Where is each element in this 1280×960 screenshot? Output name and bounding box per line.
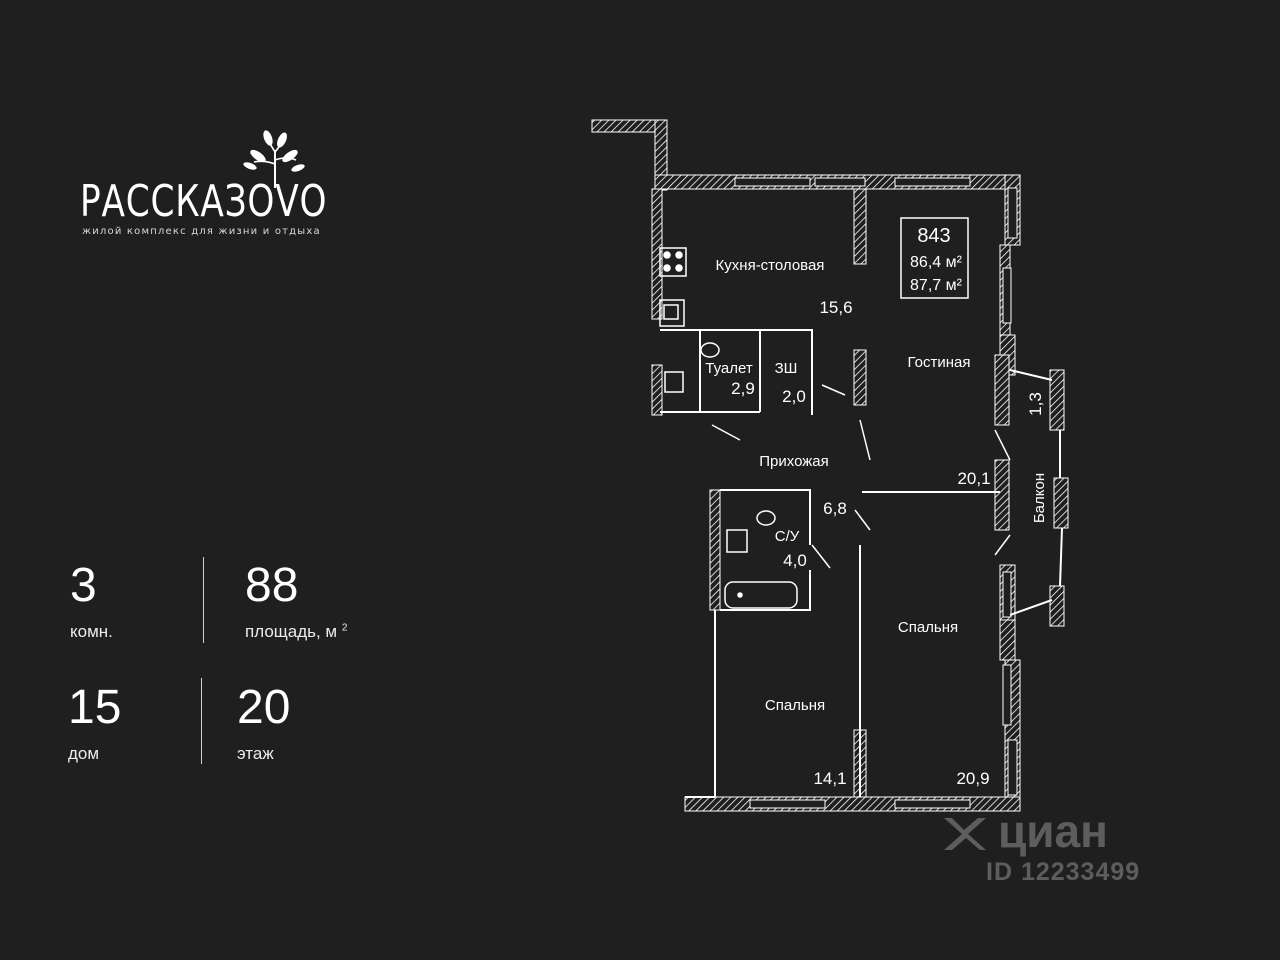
- watermark: циан ID 12233499: [940, 808, 1140, 887]
- stat-divider: [201, 678, 202, 764]
- closet-label: ЗШ: [775, 360, 798, 377]
- living-area: 20,1: [957, 469, 990, 488]
- living-label: Гостиная: [908, 354, 971, 371]
- toilet-label: Туалет: [705, 360, 753, 377]
- floor-plan: 843 86,4 м² 87,7 м² Кухня-столовая 15,6 …: [591, 119, 1069, 812]
- washbasin-icon: [726, 529, 748, 553]
- rooms-label: комн.: [70, 622, 113, 641]
- sink-icon: [659, 299, 685, 327]
- cian-logo-icon: [944, 818, 986, 850]
- exterior-walls: [591, 119, 1069, 812]
- closet-area: 2,0: [782, 387, 806, 406]
- floor-stat: 20 этаж: [237, 684, 290, 764]
- toilet-icon: [756, 510, 776, 526]
- toilet-icon: [700, 342, 720, 358]
- bedroom-left-area: 14,1: [813, 769, 846, 788]
- toilet-area: 2,9: [731, 379, 755, 398]
- bathroom-label: С/У: [775, 528, 800, 545]
- rooms-stat: 3 комн.: [70, 562, 113, 642]
- house-value: 15: [68, 681, 122, 734]
- room-labels: Кухня-столовая 15,6 Туалет 2,9 ЗШ 2,0 Пр…: [705, 257, 1048, 788]
- logo-name: РАССКАЗОVО: [80, 176, 328, 227]
- tree-icon: [243, 130, 305, 188]
- watermark-brand: циан: [998, 805, 1108, 857]
- bathtub-icon: [724, 581, 798, 609]
- washbasin-icon: [664, 371, 684, 393]
- bedroom-right-area: 20,9: [956, 769, 989, 788]
- bedroom-left-label: Спальня: [765, 697, 825, 714]
- rooms-value: 3: [70, 559, 97, 612]
- logo-tagline: жилой комплекс для жизни и отдыха: [82, 226, 321, 237]
- floor-label: этаж: [237, 744, 274, 763]
- house-stat: 15 дом: [68, 684, 121, 764]
- apartment-area-2: 87,7 м²: [910, 277, 963, 294]
- apartment-box: 843 86,4 м² 87,7 м²: [900, 217, 969, 299]
- watermark-id: ID 12233499: [986, 858, 1141, 886]
- bedroom-right-label: Спальня: [898, 619, 958, 636]
- area-stat: 88 площадь, м 2: [245, 562, 347, 642]
- stove-icon: [659, 247, 687, 277]
- apartment-number: 843: [917, 225, 950, 247]
- area-value: 88: [245, 559, 299, 612]
- fixtures: [659, 247, 798, 609]
- kitchen-area: 15,6: [819, 298, 852, 317]
- windows: [734, 177, 1018, 809]
- area-label: площадь, м 2: [245, 622, 348, 641]
- interior-walls: [660, 329, 1063, 798]
- apartment-area-1: 86,4 м²: [910, 254, 963, 271]
- stat-divider: [203, 557, 204, 643]
- bathroom-area: 4,0: [783, 551, 807, 570]
- house-label: дом: [68, 744, 100, 763]
- hall-area: 6,8: [823, 499, 847, 518]
- doors: [711, 384, 1011, 569]
- floor-value: 20: [237, 681, 291, 734]
- balcony-label: Балкон: [1031, 473, 1048, 523]
- hall-label: Прихожая: [759, 453, 829, 470]
- logo: РАССКАЗОVО жилой комплекс для жизни и от…: [80, 130, 340, 240]
- balcony-area: 1,3: [1026, 392, 1045, 416]
- kitchen-label: Кухня-столовая: [716, 257, 825, 274]
